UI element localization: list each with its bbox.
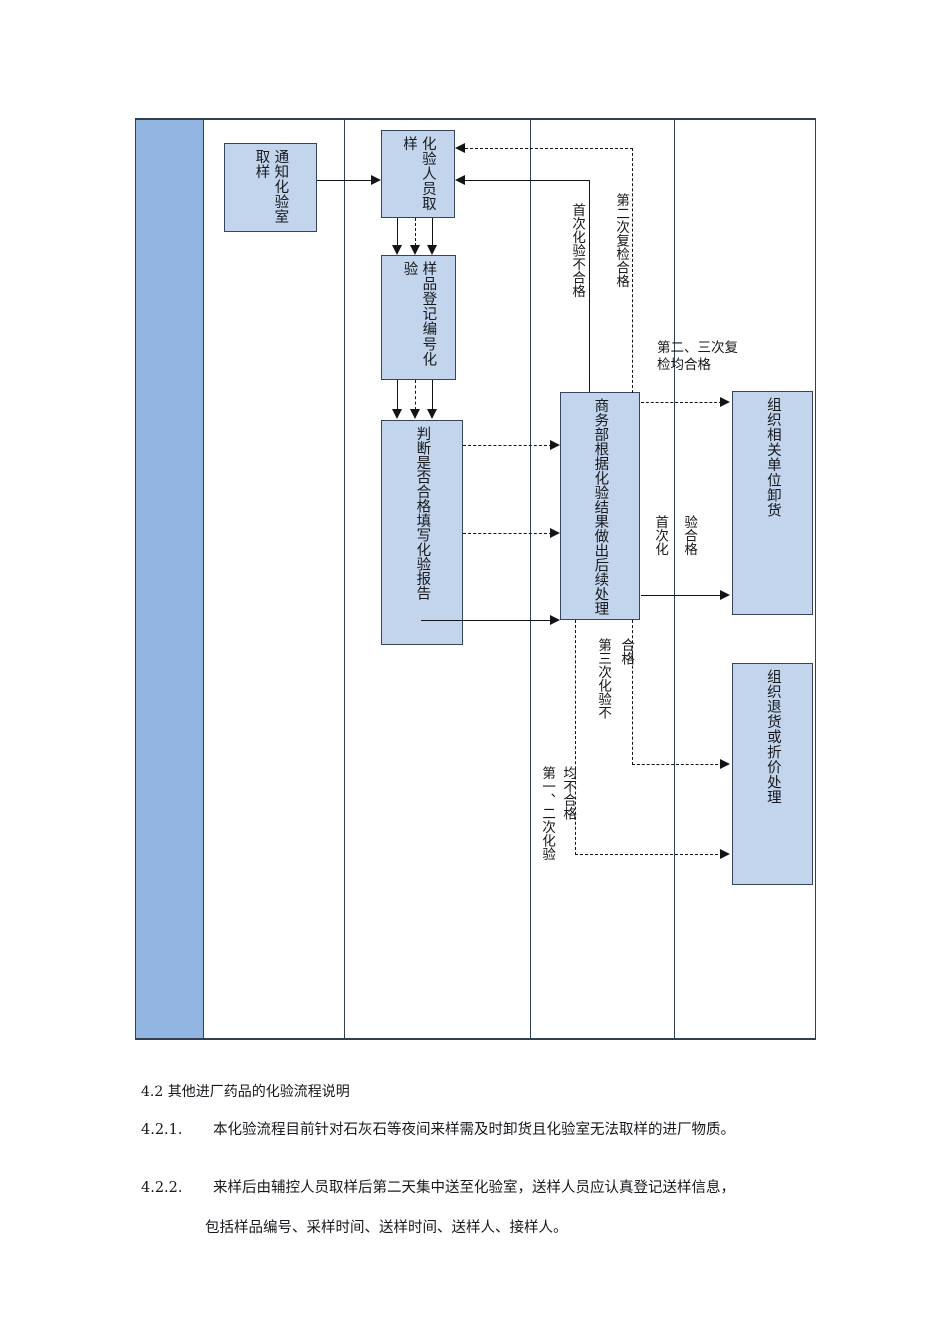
edge-register-to-judge-a — [397, 380, 398, 410]
swimlane-divider-2 — [530, 118, 532, 1040]
edge-first-second-fail-vertical — [575, 620, 576, 855]
edge-label-second-third-ok: 第二、三次复 检均合格 — [657, 340, 738, 373]
node-register[interactable]: 样品登记编号化验 — [381, 255, 456, 380]
edge-label-first-fail: 首次化验不合格 — [569, 203, 586, 298]
swimlane-bottom-border — [135, 1038, 816, 1040]
node-judge-label: 判断是否合格填写化验报告 — [414, 426, 431, 600]
edge-business-to-unload-dashed — [641, 402, 722, 403]
swimlane-divider-1 — [344, 118, 346, 1040]
paragraph-4-2-1-number: 4.2.1. — [141, 1122, 183, 1138]
swimlane-header-band — [135, 118, 204, 1040]
swimlane-right-border — [814, 118, 816, 1040]
edge-sampling-to-register-a — [397, 218, 398, 246]
node-sampling[interactable]: 化验人员取样 — [381, 130, 455, 218]
edge-judge-to-business-dashed-1 — [463, 445, 552, 446]
node-sampling-label: 化验人员取样 — [401, 136, 436, 212]
arrowhead-first-fail-to-sampling — [455, 175, 465, 185]
edge-business-to-unload-solid — [641, 595, 722, 596]
edge-judge-to-business-dashed-2 — [463, 533, 552, 534]
swimlane-divider-3 — [674, 118, 676, 1040]
edge-judge-to-business-solid — [421, 620, 552, 621]
edge-first-second-fail-horizontal — [575, 854, 723, 855]
node-unload[interactable]: 组织相关单位卸货 — [732, 391, 813, 615]
arrowhead-second-recheck-to-sampling — [455, 143, 465, 153]
edge-label-third-fail-2: 合格 — [618, 638, 635, 665]
node-return-or-discount[interactable]: 组织退货或折价处理 — [732, 663, 813, 885]
arrowhead-sampling-to-register-a — [391, 245, 402, 255]
paragraph-4-2-2-text: 来样后由辅控人员取样后第二天集中送至化验室，送样人员应认真登记送样信息， — [213, 1180, 735, 1196]
arrowhead-judge-to-business-3 — [550, 615, 560, 625]
edge-third-fail-vertical — [632, 620, 633, 765]
node-unload-label: 组织相关单位卸货 — [764, 397, 781, 518]
edge-notify-to-sampling — [317, 180, 371, 181]
edge-register-to-judge-b — [415, 380, 416, 410]
arrowhead-business-to-unload-solid — [720, 590, 730, 600]
node-notify-lab[interactable]: 通知化验室取样 — [224, 143, 317, 232]
edge-label-first-ok-b: 验合格 — [681, 515, 698, 556]
paragraph-4-2-1-text: 本化验流程目前针对石灰石等夜间来样需及时卸货且化验室无法取样的进厂物质。 — [213, 1122, 735, 1138]
node-register-label: 样品登记编号化验 — [401, 261, 437, 367]
section-heading: 4.2 其他进厂药品的化验流程说明 — [141, 1084, 350, 1100]
edge-label-first-second-fail-2: 均不合格 — [560, 766, 577, 820]
node-judge[interactable]: 判断是否合格填写化验报告 — [381, 420, 463, 645]
edge-label-second-recheck: 第二次复检合格 — [613, 193, 630, 288]
arrowhead-notify-to-sampling — [371, 175, 381, 185]
edge-label-first-ok-a: 首次化 — [652, 515, 669, 556]
paragraph-4-2-2: 4.2.2. 来样后由辅控人员取样后第二天集中送至化验室，送样人员应认真登记送样… — [141, 1178, 851, 1200]
edge-sampling-to-register-c — [432, 218, 433, 246]
paragraph-4-2-2-continuation: 包括样品编号、采样时间、送样时间、送样人、接样人。 — [205, 1220, 568, 1236]
arrowhead-business-to-unload-dashed — [720, 397, 730, 407]
node-notify-lab-label: 通知化验室取样 — [253, 149, 289, 225]
swimlane-top-border — [135, 118, 816, 120]
arrowhead-first-second-fail-to-return — [720, 849, 730, 859]
edge-label-third-fail: 第三次化验不 — [595, 638, 612, 719]
edge-register-to-judge-c — [432, 380, 433, 410]
edge-first-fail-vertical — [589, 180, 590, 392]
node-business-dept-label: 商务部根据化验结果做出后续处理 — [592, 398, 609, 616]
edge-label-first-second-fail: 第一、二次化验 — [539, 766, 556, 861]
flowchart-diagram: 通知化验室取样 化验人员取样 样品登记编号化验 判断是否合格填写化验报告 商务部… — [135, 118, 816, 1040]
edge-third-fail-horizontal — [632, 764, 723, 765]
arrowhead-judge-to-business-1 — [550, 440, 560, 450]
arrowhead-third-fail-to-return — [720, 759, 730, 769]
arrowhead-judge-to-business-2 — [550, 528, 560, 538]
paragraph-4-2-2-number: 4.2.2. — [141, 1180, 183, 1196]
edge-second-recheck-horizontal — [465, 148, 633, 149]
arrowhead-register-to-judge-c — [426, 409, 437, 419]
paragraph-4-2-1: 4.2.1. 本化验流程目前针对石灰石等夜间来样需及时卸货且化验室无法取样的进厂… — [141, 1120, 841, 1142]
arrowhead-register-to-judge-b — [409, 409, 420, 419]
arrowhead-sampling-to-register-b — [409, 245, 420, 255]
edge-second-recheck-vertical — [632, 148, 633, 393]
edge-sampling-to-register-b — [415, 218, 416, 246]
node-business-dept[interactable]: 商务部根据化验结果做出后续处理 — [560, 392, 640, 620]
node-return-or-discount-label: 组织退货或折价处理 — [764, 669, 781, 805]
arrowhead-sampling-to-register-c — [426, 245, 437, 255]
edge-first-fail-horizontal — [465, 180, 590, 181]
arrowhead-register-to-judge-a — [391, 409, 402, 419]
